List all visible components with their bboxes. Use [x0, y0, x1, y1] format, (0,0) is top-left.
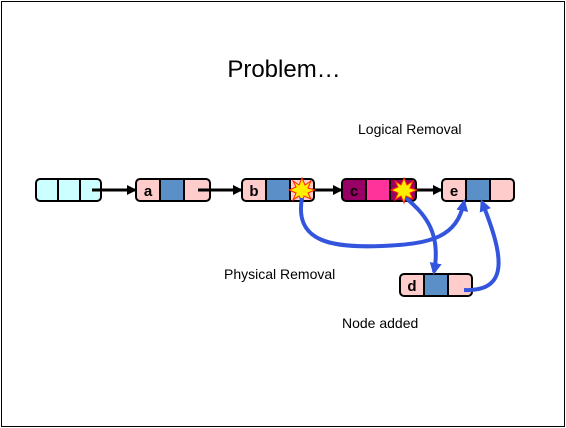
arrow-c-to-d: [404, 196, 442, 275]
node-a-label: a: [144, 183, 153, 200]
node-d-label: d: [407, 278, 416, 295]
head-node: [35, 178, 102, 202]
slide-title: Problem…: [227, 56, 341, 83]
node-b-label: b: [249, 183, 258, 200]
arrow-d-to-e: [463, 199, 501, 293]
arrow-physical-removal: [298, 197, 469, 249]
logical-removal-label: Logical Removal: [358, 121, 462, 137]
physical-removal-label: Physical Removal: [224, 266, 336, 282]
node-added-label: Node added: [342, 315, 419, 331]
node-e: e: [441, 178, 515, 202]
node-a: a: [135, 178, 211, 202]
node-e-label: e: [450, 183, 458, 200]
node-d: d: [399, 273, 473, 297]
starburst-c-icon: [389, 176, 419, 205]
node-c-label: c: [350, 183, 358, 200]
